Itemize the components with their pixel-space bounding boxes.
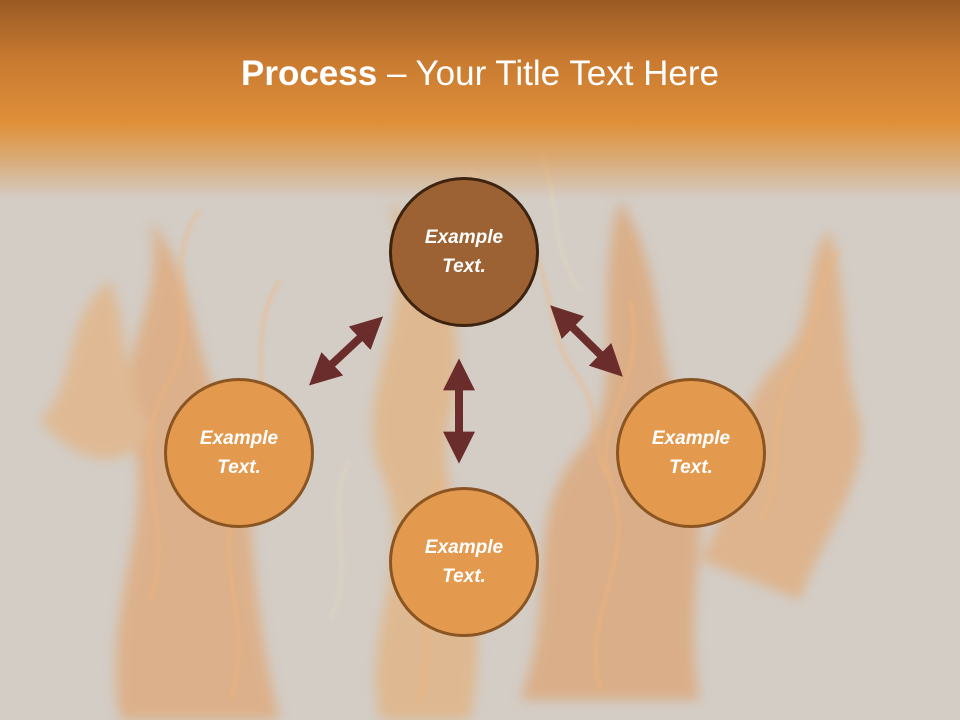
node-bottom-label: Example Text. <box>424 537 504 587</box>
node-right-label: Example Text. <box>651 428 731 478</box>
header-band <box>0 0 960 200</box>
title-rest: – Your Title Text Here <box>377 54 719 93</box>
node-bottom: Example Text. <box>389 487 539 637</box>
arrow-top-left <box>308 316 384 386</box>
node-left: Example Text. <box>164 378 314 528</box>
node-top-label: Example Text. <box>424 227 504 277</box>
node-left-label: Example Text. <box>199 428 279 478</box>
title-bold: Process <box>241 54 378 93</box>
arrow-top-right <box>550 305 623 377</box>
node-top: Example Text. <box>389 177 539 327</box>
node-right: Example Text. <box>616 378 766 528</box>
slide-title: Process – Your Title Text Here <box>0 50 960 98</box>
